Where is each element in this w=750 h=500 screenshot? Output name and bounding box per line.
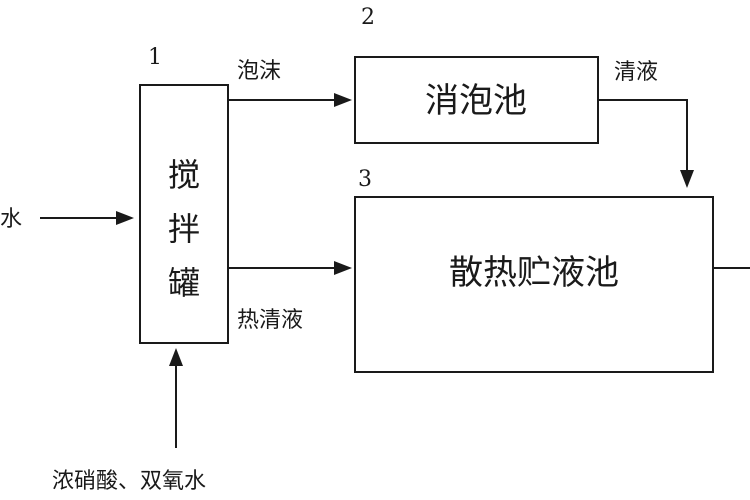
hot-clear-liquid-label: 热清液 xyxy=(237,308,303,333)
stirring-tank-number: 1 xyxy=(148,45,162,70)
hot-clear-liquid-flow-arrowhead xyxy=(334,261,352,275)
acid-inlet-label: 浓硝酸、双氧水 xyxy=(52,469,206,494)
water-inlet-arrowhead xyxy=(116,211,134,225)
defoaming-tank-box xyxy=(354,56,599,144)
cooling-storage-tank-label: 散热贮液池 xyxy=(449,253,619,293)
acid-inlet-arrowhead xyxy=(169,348,183,366)
clear-liquid-flow-arrowhead xyxy=(680,170,694,188)
stirring-tank-box xyxy=(139,84,229,344)
foam-label: 泡沫 xyxy=(237,59,281,84)
cooling-storage-tank-box xyxy=(354,196,714,373)
clear-liquid-flow-line xyxy=(598,99,688,172)
clear-liquid-label: 清液 xyxy=(614,60,658,85)
foam-flow-arrowhead xyxy=(334,93,352,107)
stirring-tank-label-char-1: 搅 xyxy=(168,156,200,194)
stirring-tank-label-char-2: 拌 xyxy=(168,210,200,248)
water-inlet-label: 水 xyxy=(0,207,22,232)
stirring-tank-label-char-3: 罐 xyxy=(168,264,200,302)
cooling-storage-tank-number: 3 xyxy=(358,167,372,192)
defoaming-tank-label: 消泡池 xyxy=(425,81,527,121)
defoaming-tank-number: 2 xyxy=(361,5,375,30)
